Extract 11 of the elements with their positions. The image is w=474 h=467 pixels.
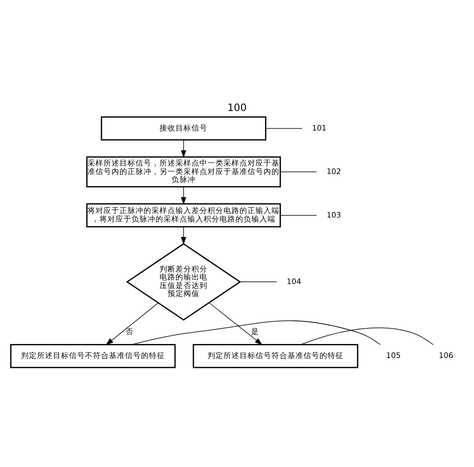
connector bbox=[240, 281, 277, 282]
connector bbox=[280, 171, 317, 172]
arrow bbox=[180, 186, 186, 204]
arrow bbox=[180, 226, 186, 244]
connector bbox=[300, 327, 434, 344]
connector bbox=[132, 320, 381, 344]
arrow bbox=[180, 139, 186, 158]
diagram-title: 100 bbox=[227, 102, 247, 114]
arrow bbox=[208, 302, 262, 345]
arrow bbox=[106, 302, 158, 345]
connector bbox=[280, 214, 317, 216]
